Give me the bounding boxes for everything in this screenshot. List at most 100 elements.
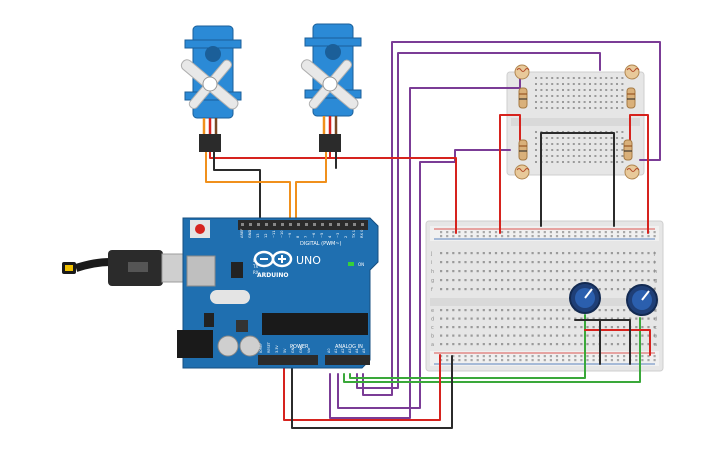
wire-red: [584, 329, 651, 356]
digital-pin-label: ~9: [288, 232, 292, 238]
row-letter: a: [431, 342, 434, 348]
wire-purple: [337, 149, 511, 409]
servo-motor-2: [300, 23, 362, 152]
resistor-2: [626, 87, 636, 109]
small-breadboard: [506, 71, 645, 176]
wire-orange: [295, 149, 327, 223]
power-pin-label: GND: [299, 345, 303, 353]
digital-pin-label: ~5: [320, 233, 324, 238]
on-led: [348, 262, 354, 266]
potentiometer-2: [626, 284, 658, 316]
digital-pin-label: ~10: [280, 230, 284, 238]
analog-header: [325, 355, 370, 365]
analog-pin-label: A4: [355, 349, 359, 353]
wire-purple: [356, 52, 601, 389]
digital-pin-label: 13: [256, 233, 260, 238]
row-letter: h: [431, 269, 434, 275]
power-pin-label: IOREF: [259, 343, 263, 353]
analog-pin-label: A1: [334, 349, 338, 353]
row-letter: d: [654, 317, 657, 323]
row-letter: e: [431, 308, 434, 314]
digital-pin-label: TX 1: [352, 230, 356, 239]
rx-label: RX: [253, 270, 259, 275]
analog-pin-label: A5: [362, 349, 366, 353]
row-letter: d: [431, 317, 434, 323]
row-letter: c: [431, 325, 434, 331]
wire-purple: [329, 71, 521, 419]
row-letter: j: [653, 251, 655, 257]
wire-black: [540, 132, 615, 227]
digital-pin-label: ~11: [272, 230, 276, 238]
breadboard-holes: [440, 231, 656, 362]
digital-pin-label: GND: [248, 230, 252, 238]
row-letter: c: [654, 325, 657, 331]
wire-red: [629, 114, 649, 234]
analog-pin-label: A0: [327, 349, 331, 353]
power-pin-label: 3.3V: [275, 345, 279, 353]
wire-purple: [362, 41, 661, 396]
digital-pin-label: AREF: [240, 229, 244, 238]
board-brand: ARDUINO: [257, 272, 288, 279]
analog-header-label: ANALOG IN: [335, 344, 363, 350]
potentiometer-1: [569, 282, 601, 314]
digital-header-label: DIGITAL (PWM~): [300, 241, 342, 247]
servo-motor-1: [180, 25, 242, 152]
photoresistor-4: [624, 164, 640, 180]
wire-black: [213, 149, 261, 221]
wire-green: [343, 317, 641, 383]
wire-black: [574, 319, 631, 365]
power-pin-label: GND: [291, 345, 295, 353]
arduino-logo-icon: [253, 250, 293, 268]
row-letter: b: [654, 334, 657, 340]
wire-black: [291, 354, 453, 429]
power-pin-label: 5V: [283, 348, 287, 353]
power-header: [258, 355, 318, 365]
row-letter: f: [654, 287, 656, 293]
row-letter: h: [654, 269, 657, 275]
row-letter: j: [430, 251, 432, 257]
row-letter: f: [431, 287, 433, 293]
resistor-3: [518, 139, 528, 161]
digital-pin-label: 8: [296, 235, 300, 238]
usb-cable: [62, 250, 195, 286]
row-letter: e: [654, 308, 657, 314]
digital-header: [238, 220, 368, 230]
power-header-label: POWER: [290, 344, 309, 350]
row-letter: i: [431, 260, 432, 266]
row-letter: g: [431, 278, 434, 284]
resistor-4: [623, 139, 633, 161]
board-model: UNO: [296, 254, 321, 267]
row-letter: i: [654, 260, 655, 266]
digital-pin-label: 12: [264, 233, 268, 238]
analog-pin-label: A2: [341, 349, 345, 353]
arduino-uno-board: ARDUINO UNO DIGITAL (PWM~) POWER ANALOG …: [177, 217, 379, 369]
digital-pin-label: ~6: [312, 232, 316, 238]
wire-red: [283, 354, 441, 421]
resistor-1: [518, 87, 528, 109]
photoresistor-3: [514, 164, 530, 180]
row-letter: a: [654, 342, 657, 348]
digital-pin-label: RX 0: [360, 229, 364, 238]
wires: [205, 41, 661, 429]
photoresistor-1: [514, 64, 530, 80]
row-letter: b: [431, 334, 434, 340]
wire-orange: [205, 149, 291, 223]
wire-red: [209, 149, 457, 234]
l-label: L: [253, 258, 256, 263]
digital-pin-label: ~3: [336, 233, 340, 238]
power-pin-label: Vin: [307, 348, 311, 353]
power-pin-label: RESET: [267, 341, 271, 353]
analog-pin-label: A3: [348, 349, 352, 353]
photoresistor-2: [624, 64, 640, 80]
wire-green: [349, 314, 586, 379]
on-label: ON: [358, 262, 364, 267]
atmega-chip: [262, 313, 368, 335]
tx-label: TX: [252, 264, 258, 269]
row-letter: g: [654, 278, 657, 284]
digital-pin-label: 7: [304, 236, 308, 238]
wire-red: [499, 114, 521, 234]
digital-pin-label: 2: [344, 236, 348, 238]
